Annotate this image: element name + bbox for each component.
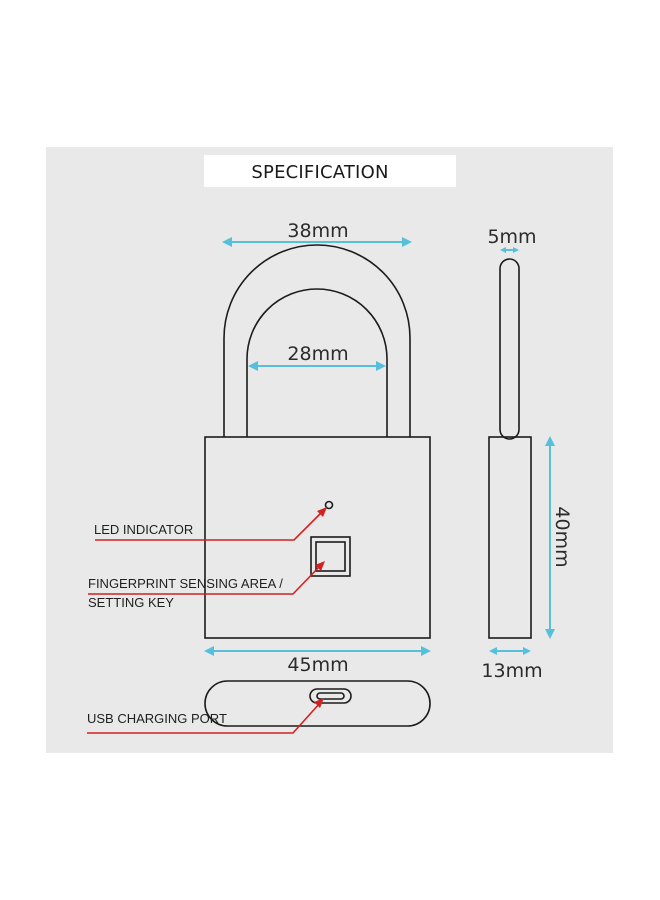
usb-port-inner [316, 692, 345, 700]
dimension-28mm: 28mm [248, 343, 386, 371]
dimension-45mm: 45mm [204, 646, 431, 676]
title: SPECIFICATION [251, 162, 388, 183]
dimension-38mm: 38mm [222, 220, 412, 247]
dimension-13mm: 13mm [481, 647, 543, 682]
lock-body-bottom [204, 680, 431, 727]
dimension-45mm-label: 45mm [287, 654, 348, 676]
dimension-28mm-label: 28mm [287, 343, 348, 365]
title-box [204, 155, 456, 187]
callout-usb: USB CHARGING PORT [87, 698, 324, 734]
usb-port-outer [309, 688, 352, 704]
callout-usb-label: USB CHARGING PORT [87, 711, 227, 726]
lock-body-front [204, 436, 431, 639]
lock-body-side [488, 436, 532, 639]
callout-fingerprint-label-line2: SETTING KEY [88, 595, 174, 610]
dimension-40mm: 40mm [545, 436, 573, 639]
dimension-40mm-label: 40mm [551, 506, 573, 567]
shackle-outer [223, 244, 411, 437]
callout-led-label: LED INDICATOR [94, 522, 193, 537]
shackle-side [499, 258, 520, 440]
shackle-inner [246, 288, 388, 437]
fingerprint-sensor-inner [315, 541, 346, 572]
dimension-13mm-label: 13mm [481, 660, 542, 682]
callout-led: LED INDICATOR [94, 507, 327, 541]
dimension-38mm-label: 38mm [287, 220, 348, 242]
callout-fingerprint: FINGERPRINT SENSING AREA / SETTING KEY [88, 561, 325, 610]
fingerprint-sensor-outer [310, 536, 351, 577]
led-indicator-dot [324, 500, 334, 510]
dimension-5mm-label: 5mm [487, 226, 536, 248]
callout-fingerprint-label-line1: FINGERPRINT SENSING AREA / [88, 576, 283, 591]
dimension-5mm: 5mm [487, 226, 537, 253]
